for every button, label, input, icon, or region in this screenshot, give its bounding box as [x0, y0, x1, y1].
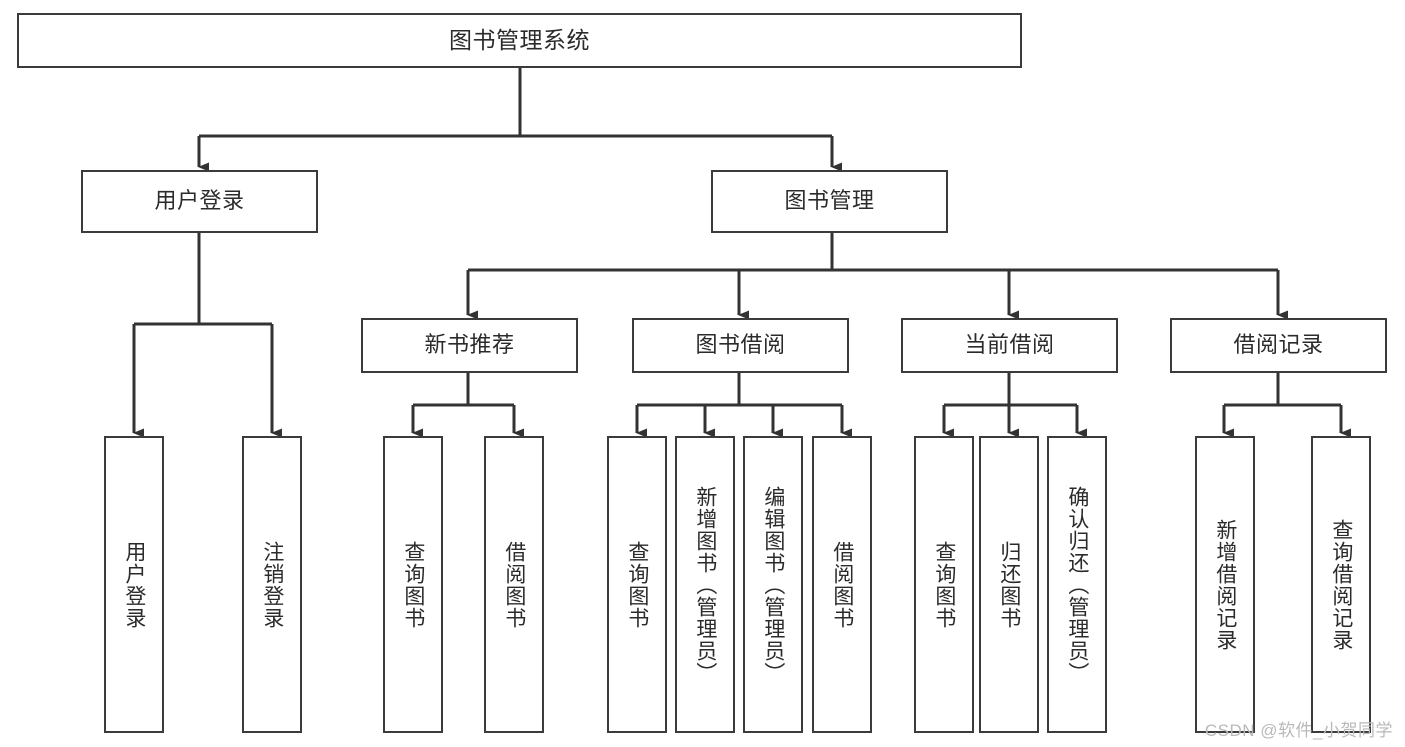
node-label: 新书推荐 [424, 332, 515, 358]
node-user-login[interactable]: 用户登录 [81, 170, 318, 233]
node-book-management[interactable]: 图书管理 [711, 170, 948, 233]
node-label: 用户登录 [154, 188, 245, 214]
node-label: 归还图书 [997, 540, 1021, 629]
node-root-book-management-system[interactable]: 图书管理系统 [17, 13, 1022, 68]
node-label: 借阅图书 [502, 540, 526, 629]
node-label: 图书管理 [784, 188, 875, 214]
node-leaf-logout[interactable]: 注销登录 [242, 436, 302, 733]
node-leaf-query-borrow-record[interactable]: 查询借阅记录 [1311, 436, 1371, 733]
node-borrow-record[interactable]: 借阅记录 [1170, 318, 1387, 373]
node-leaf-return-book[interactable]: 归还图书 [979, 436, 1039, 733]
node-label: 编辑图书（管理员） [761, 485, 785, 684]
node-leaf-borrow-book[interactable]: 借阅图书 [812, 436, 872, 733]
node-leaf-query-book[interactable]: 查询图书 [607, 436, 667, 733]
node-label: 借阅图书 [830, 540, 854, 629]
node-label: 注销登录 [260, 540, 284, 629]
node-current-borrow[interactable]: 当前借阅 [901, 318, 1118, 373]
node-label: 图书管理系统 [449, 26, 590, 53]
node-leaf-add-borrow-record[interactable]: 新增借阅记录 [1195, 436, 1255, 733]
node-label: 查询图书 [932, 540, 956, 629]
node-label: 查询借阅记录 [1329, 518, 1353, 651]
node-label: 新增图书（管理员） [693, 485, 717, 684]
node-label: 查询图书 [401, 540, 425, 629]
node-leaf-query-book-new[interactable]: 查询图书 [383, 436, 443, 733]
node-leaf-add-book-admin[interactable]: 新增图书（管理员） [675, 436, 735, 733]
node-label: 确认归还（管理员） [1065, 485, 1089, 684]
node-leaf-edit-book-admin[interactable]: 编辑图书（管理员） [743, 436, 803, 733]
node-label: 当前借阅 [964, 332, 1055, 358]
node-label: 图书借阅 [695, 332, 786, 358]
node-book-borrow[interactable]: 图书借阅 [632, 318, 849, 373]
node-label: 新增借阅记录 [1213, 518, 1237, 651]
node-leaf-borrow-book-new[interactable]: 借阅图书 [484, 436, 544, 733]
node-label: 查询图书 [625, 540, 649, 629]
node-leaf-query-book-current[interactable]: 查询图书 [914, 436, 974, 733]
node-leaf-user-login[interactable]: 用户登录 [104, 436, 164, 733]
node-leaf-confirm-return-admin[interactable]: 确认归还（管理员） [1047, 436, 1107, 733]
node-new-book-recommendation[interactable]: 新书推荐 [361, 318, 578, 373]
node-label: 借阅记录 [1233, 332, 1324, 358]
node-label: 用户登录 [122, 540, 146, 629]
